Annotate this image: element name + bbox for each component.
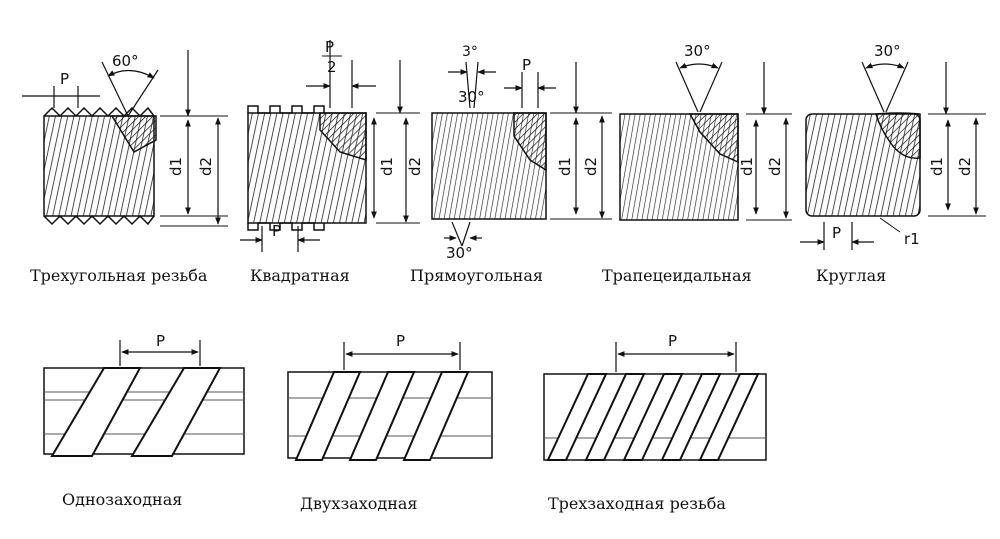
square-d1-label: d1 — [378, 157, 396, 176]
rectangular-thread-body — [431, 112, 547, 220]
triple-start-helix-3 — [622, 373, 684, 461]
round-d2-label: d2 — [956, 157, 974, 176]
round-profile-section — [875, 112, 921, 159]
round-d1-label: d1 — [928, 157, 946, 176]
double-start-pitch-label: P — [396, 332, 405, 350]
triple-start-pitch-label: P — [668, 332, 677, 350]
trapezoidal-d1-label: d1 — [738, 157, 756, 176]
round-thread: 30° d1 d2 P r1 — [800, 42, 986, 250]
double-start-helix-3 — [402, 371, 470, 461]
triple-start-caption: Трехзаходная резьба — [548, 494, 726, 513]
round-radius-label: r1 — [904, 230, 920, 248]
rectangular-caption: Прямоугольная — [410, 266, 543, 285]
triangular-pitch-label: P — [60, 70, 69, 88]
square-half-pitch-denominator: 2 — [327, 58, 337, 76]
round-caption: Круглая — [816, 266, 887, 285]
trapezoidal-caption: Трапецеидальная — [602, 266, 752, 285]
triple-start-helix-5 — [698, 373, 760, 461]
square-thread: P 2 P d1 d2 — [240, 38, 424, 252]
round-angle-label: 30° — [874, 42, 901, 60]
square-profile-section — [319, 112, 367, 162]
triangular-d2-label: d2 — [197, 157, 215, 176]
single-start-helix-2 — [130, 367, 222, 457]
triangular-profile-section — [110, 115, 157, 154]
rectangular-bottom-angle-label: 30° — [446, 244, 473, 262]
double-start-thread: P — [287, 332, 493, 461]
single-start-pitch-label: P — [156, 332, 165, 350]
double-start-helix-2 — [348, 371, 416, 461]
trapezoidal-d2-label: d2 — [766, 157, 784, 176]
triple-start-helix-2 — [584, 373, 646, 461]
triangular-thread: 60° P d1 d2 — [22, 50, 228, 227]
triple-start-helix-4 — [660, 373, 722, 461]
round-pitch-label: P — [832, 224, 841, 242]
trapezoidal-thread: 30° d1 d2 — [619, 42, 792, 221]
trapezoidal-profile-section — [688, 113, 739, 164]
triangular-thread-crests — [43, 106, 155, 118]
single-start-caption: Однозаходная — [62, 490, 183, 509]
rectangular-bottom-angle-top-label: 30° — [458, 88, 485, 106]
double-start-caption: Двухзаходная — [300, 494, 418, 513]
trapezoidal-angle-label: 30° — [684, 42, 711, 60]
triple-start-helix-1 — [546, 373, 608, 461]
triangular-d1-label: d1 — [167, 157, 185, 176]
square-pitch-label: P — [272, 222, 281, 240]
rectangular-thread: 3° 30° P d1 d2 30° — [431, 44, 612, 262]
triangular-thread-roots — [43, 214, 155, 226]
triangular-caption: Трехугольная резьба — [30, 266, 208, 285]
triple-start-thread: P — [543, 332, 767, 461]
rectangular-d2-label: d2 — [582, 157, 600, 176]
single-start-helix-1 — [50, 367, 142, 457]
rectangular-pitch-label: P — [522, 56, 531, 74]
square-caption: Квадратная — [250, 266, 350, 285]
rectangular-profile-section — [513, 112, 547, 172]
square-half-pitch-numerator: P — [325, 38, 334, 56]
rectangular-d1-label: d1 — [556, 157, 574, 176]
square-thread-roots — [247, 222, 325, 231]
square-thread-crests — [247, 105, 325, 114]
rectangular-top-angle-label: 3° — [462, 44, 478, 60]
double-start-helix-1 — [294, 371, 362, 461]
triangular-angle-label: 60° — [112, 52, 139, 70]
single-start-thread: P — [43, 332, 245, 457]
square-d2-label: d2 — [406, 157, 424, 176]
